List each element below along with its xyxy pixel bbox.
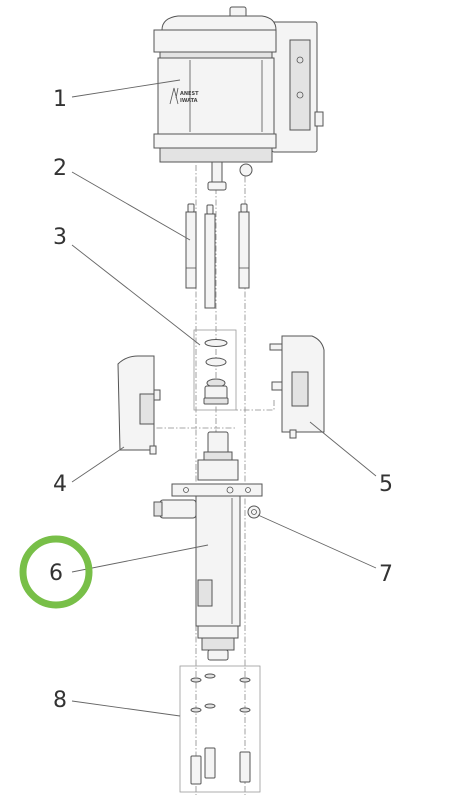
label-8: 8 xyxy=(53,688,67,713)
plug xyxy=(247,505,261,519)
seal-kit xyxy=(193,329,237,411)
label-6: 6 xyxy=(49,561,63,586)
label-1: 1 xyxy=(53,87,67,112)
logo-text-line2: IWATA xyxy=(180,98,198,104)
label-3: 3 xyxy=(53,225,67,250)
part-labels: 1 2 3 4 5 6 7 8 xyxy=(49,87,393,713)
label-4: 4 xyxy=(53,472,67,497)
label-5: 5 xyxy=(379,472,393,497)
highlight-ring xyxy=(19,535,93,609)
left-clamp-half xyxy=(117,355,161,455)
screw-kit xyxy=(179,665,261,793)
leader-lines xyxy=(71,79,377,717)
right-clamp-half xyxy=(269,335,325,439)
label-7: 7 xyxy=(379,562,393,587)
air-motor: ANEST IWATA xyxy=(153,6,324,191)
fluid-section xyxy=(153,431,263,661)
logo-text-line1: ANEST xyxy=(180,91,199,97)
label-2: 2 xyxy=(53,156,67,181)
tie-rods xyxy=(185,203,250,309)
